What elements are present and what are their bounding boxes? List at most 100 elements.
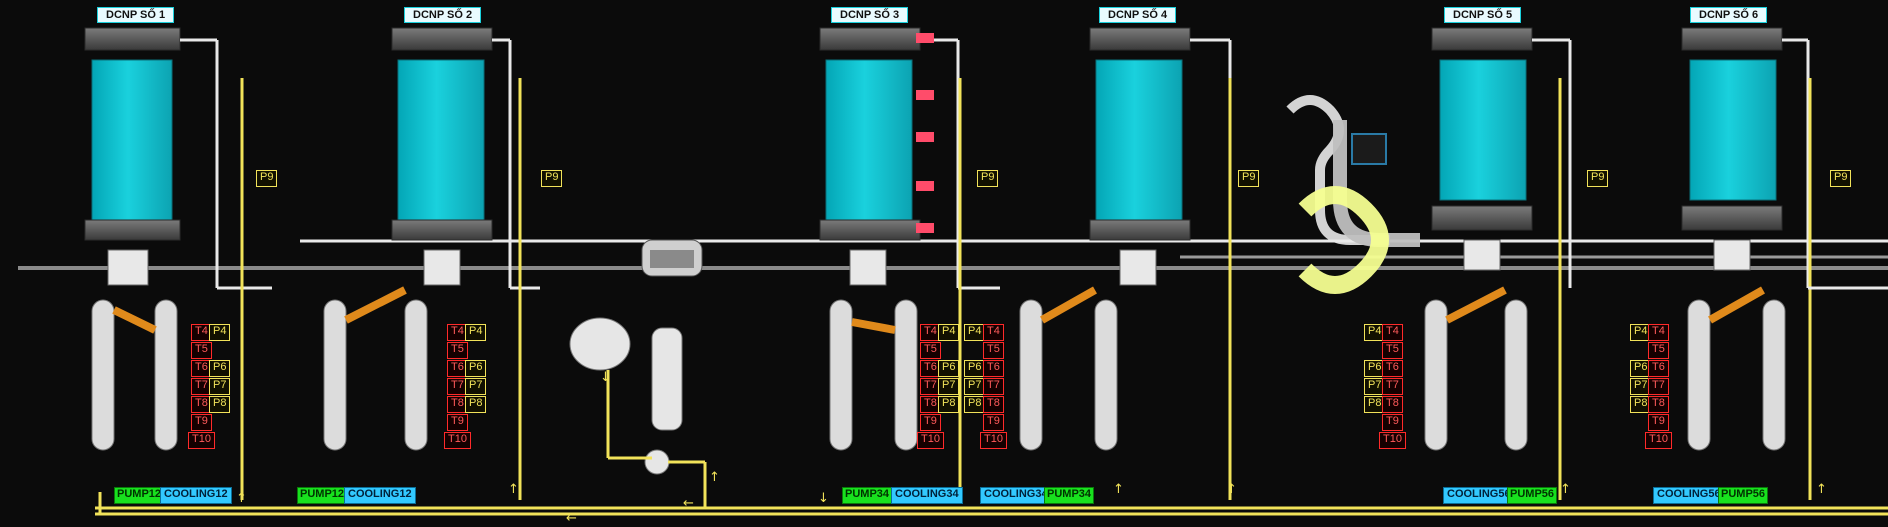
temp-tag-T8[interactable]: T8 (447, 396, 468, 413)
pump-label-34[interactable]: PUMP34 (842, 487, 893, 504)
unit-title-6: DCNP SỐ 6 (1690, 7, 1768, 23)
pump-label-34b[interactable]: PUMP34 (1044, 487, 1095, 504)
temp-tag-T8[interactable]: T8 (1648, 396, 1669, 413)
pressure-tag-P7[interactable]: P7 (1630, 378, 1652, 395)
pressure-tag-P4[interactable]: P4 (209, 324, 231, 341)
pressure-tag-P6[interactable]: P6 (938, 360, 960, 377)
temp-tag-T4[interactable]: T4 (983, 324, 1004, 341)
cooling-label-56[interactable]: COOLING56 (1443, 487, 1515, 504)
valve-icon (916, 33, 934, 233)
temp-tag-T6[interactable]: T6 (1382, 360, 1403, 377)
flow-up-7: ↑ (1816, 482, 1827, 497)
pump-label-56[interactable]: PUMP56 (1507, 487, 1558, 504)
temp-tag-T7[interactable]: T7 (1648, 378, 1669, 395)
tank-units (84, 27, 1888, 508)
tank-unit-5[interactable] (1431, 27, 1572, 500)
temp-tag-T5[interactable]: T5 (1382, 342, 1403, 359)
pressure-tag-P8[interactable]: P8 (1630, 396, 1652, 413)
pressure-tag-P8[interactable]: P8 (209, 396, 231, 413)
tank-unit-4[interactable] (1089, 27, 1232, 500)
temp-tag-T4[interactable]: T4 (1648, 324, 1669, 341)
flow-up-3: ↑ (709, 470, 720, 485)
flow-up-2: ↑ (508, 482, 519, 497)
flow-down-1: ↓ (600, 370, 611, 385)
tank-unit-2[interactable] (391, 27, 540, 500)
temp-tag-T10[interactable]: T10 (444, 432, 471, 449)
temp-tag-T10[interactable]: T10 (917, 432, 944, 449)
temp-tag-T9[interactable]: T9 (447, 414, 468, 431)
temp-tag-T8[interactable]: T8 (920, 396, 941, 413)
cooling-label-12[interactable]: COOLING12 (160, 487, 232, 504)
temp-tag-T10[interactable]: T10 (1379, 432, 1406, 449)
temp-tag-T5[interactable]: T5 (191, 342, 212, 359)
tank-unit-1[interactable] (84, 27, 272, 500)
connector-piping (1286, 95, 1420, 294)
temp-tag-T5[interactable]: T5 (1648, 342, 1669, 359)
temp-tag-T9[interactable]: T9 (983, 414, 1004, 431)
temp-tag-T8[interactable]: T8 (1382, 396, 1403, 413)
pressure-tag-P7[interactable]: P7 (964, 378, 986, 395)
temp-tag-T7[interactable]: T7 (1382, 378, 1403, 395)
flow-up-4: ↑ (1113, 482, 1124, 497)
pressure-tag-P7[interactable]: P7 (209, 378, 231, 395)
flow-up-1: ↑ (236, 491, 247, 506)
temp-tag-T5[interactable]: T5 (983, 342, 1004, 359)
pressure-tag-P6[interactable]: P6 (465, 360, 487, 377)
pipe-network (18, 239, 1888, 516)
pressure-tag-P6[interactable]: P6 (209, 360, 231, 377)
temp-tag-T6[interactable]: T6 (191, 360, 212, 377)
temp-tag-T10[interactable]: T10 (1645, 432, 1672, 449)
p9-tag-4[interactable]: P9 (1238, 170, 1260, 187)
temp-tag-T9[interactable]: T9 (1648, 414, 1669, 431)
pressure-tag-P7[interactable]: P7 (1364, 378, 1386, 395)
unit-title-2: DCNP SỐ 2 (404, 7, 482, 23)
p9-tag-3[interactable]: P9 (977, 170, 999, 187)
temp-tag-T9[interactable]: T9 (920, 414, 941, 431)
pressure-tag-P8[interactable]: P8 (938, 396, 960, 413)
pump-label-56b[interactable]: PUMP56 (1718, 487, 1769, 504)
unit-title-5: DCNP SỐ 5 (1444, 7, 1522, 23)
flow-up-6: ↑ (1560, 482, 1571, 497)
temp-tag-T6[interactable]: T6 (1648, 360, 1669, 377)
cooling-label-34b[interactable]: COOLING34 (980, 487, 1052, 504)
pressure-tag-P4[interactable]: P4 (1630, 324, 1652, 341)
pressure-tag-P7[interactable]: P7 (938, 378, 960, 395)
p9-tag-6[interactable]: P9 (1830, 170, 1852, 187)
pressure-tag-P7[interactable]: P7 (465, 378, 487, 395)
temp-tag-T5[interactable]: T5 (447, 342, 468, 359)
temp-tag-T8[interactable]: T8 (191, 396, 212, 413)
temp-tag-T4[interactable]: T4 (1382, 324, 1403, 341)
pump-label-12b[interactable]: PUMP12 (297, 487, 348, 504)
temp-tag-T7[interactable]: T7 (920, 378, 941, 395)
unit-title-3: DCNP SỐ 3 (831, 7, 909, 23)
temp-tag-T6[interactable]: T6 (920, 360, 941, 377)
flow-left-2: ← (566, 511, 577, 526)
unit-title-1: DCNP SỐ 1 (97, 7, 175, 23)
temp-tag-T7[interactable]: T7 (983, 378, 1004, 395)
p9-tag-1[interactable]: P9 (256, 170, 278, 187)
pump-label-12[interactable]: PUMP12 (114, 487, 165, 504)
cooling-label-34[interactable]: COOLING34 (891, 487, 963, 504)
lower-process-columns (91, 286, 1786, 451)
flow-up-5: ↑ (1226, 482, 1237, 497)
pressure-tag-P8[interactable]: P8 (465, 396, 487, 413)
cooling-label-12b[interactable]: COOLING12 (344, 487, 416, 504)
tank-unit-6[interactable] (1681, 27, 1888, 500)
temp-tag-T8[interactable]: T8 (983, 396, 1004, 413)
temp-tag-T5[interactable]: T5 (920, 342, 941, 359)
cooling-label-56b[interactable]: COOLING56 (1653, 487, 1725, 504)
p9-tag-2[interactable]: P9 (541, 170, 563, 187)
temp-tag-T4[interactable]: T4 (447, 324, 468, 341)
pressure-tag-P4[interactable]: P4 (465, 324, 487, 341)
temp-tag-T10[interactable]: T10 (980, 432, 1007, 449)
temp-tag-T10[interactable]: T10 (188, 432, 215, 449)
center-process[interactable] (569, 239, 707, 508)
temp-tag-T9[interactable]: T9 (191, 414, 212, 431)
temp-tag-T9[interactable]: T9 (1382, 414, 1403, 431)
pressure-tag-P4[interactable]: P4 (938, 324, 960, 341)
temp-tag-T6[interactable]: T6 (983, 360, 1004, 377)
p9-tag-5[interactable]: P9 (1587, 170, 1609, 187)
tank-unit-3[interactable] (819, 27, 1000, 500)
